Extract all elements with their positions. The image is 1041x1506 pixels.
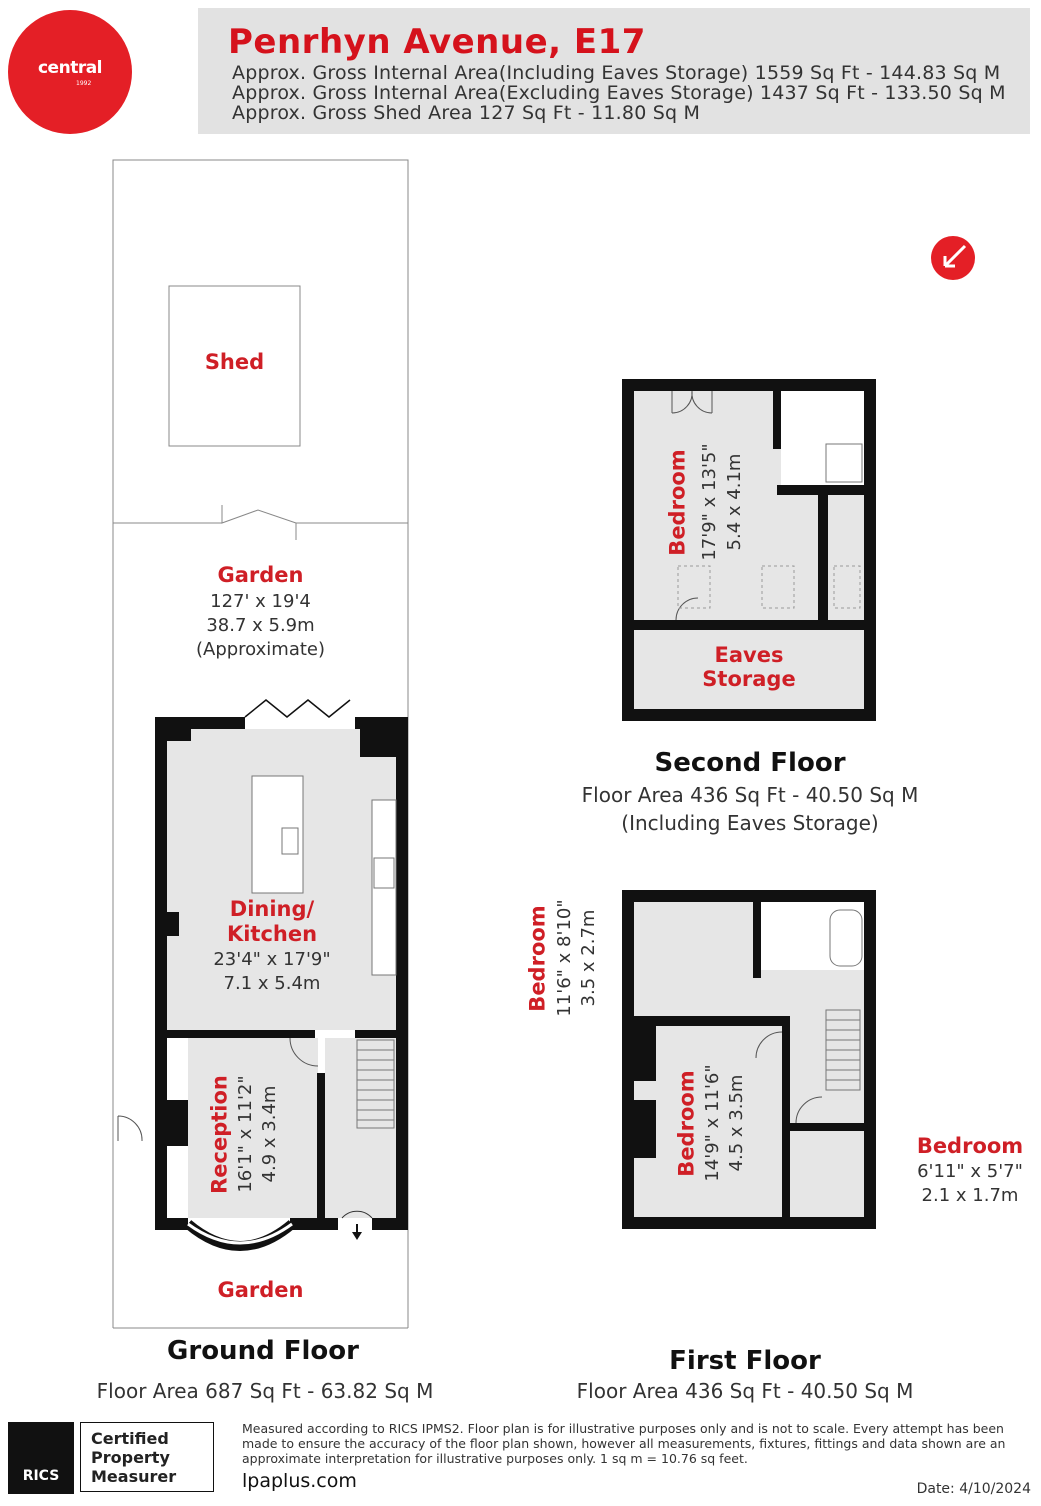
bay-window-inner xyxy=(187,1222,293,1245)
certified-text: Certified Property Measurer xyxy=(91,1429,176,1486)
second-skylight-1 xyxy=(677,565,711,609)
gf-pier xyxy=(167,912,179,936)
rics-logo: RICS xyxy=(8,1422,74,1494)
eaves-storage-fill xyxy=(634,630,864,709)
gf-chimney xyxy=(167,1100,188,1146)
area-line-shed: Approx. Gross Shed Area 127 Sq Ft - 11.8… xyxy=(232,102,701,124)
plan-date: Date: 4/10/2024 xyxy=(916,1481,1031,1497)
rear-garden-dims-note: (Approximate) xyxy=(195,639,326,660)
gf-wall-corner-left xyxy=(155,717,191,741)
ground-floor-area: Floor Area 687 Sq Ft - 63.82 Sq M xyxy=(96,1379,434,1403)
gf-wall-reception-right xyxy=(317,1073,325,1218)
kitchen-island xyxy=(251,775,304,894)
second-bedroom-dims-imperial: 17'9" x 13'5" xyxy=(699,443,720,561)
bathtub xyxy=(829,909,863,967)
first-floor-title: First Floor xyxy=(669,1346,821,1376)
rics-text: RICS xyxy=(22,1468,60,1484)
first-landing-door xyxy=(755,1031,783,1059)
eaves-label-line2: Storage xyxy=(702,667,796,691)
first-rear-bedroom-dims-metric: 3.5 x 2.7m xyxy=(578,909,599,1007)
gf-wall-left xyxy=(155,717,167,1230)
gf-wall-corner-right xyxy=(360,717,408,757)
second-bath-floor xyxy=(781,391,864,485)
first-small-door xyxy=(795,1096,823,1124)
eaves-door xyxy=(675,597,699,621)
reception-floor xyxy=(188,1038,318,1218)
first-bath-floor xyxy=(761,902,864,970)
eaves-label-line1: Eaves xyxy=(714,643,784,667)
first-front-bedroom-dims-imperial: 14'9" x 11'6" xyxy=(702,1064,723,1182)
hall-door xyxy=(289,1037,319,1067)
hob xyxy=(373,857,395,889)
reception-label: Reception xyxy=(207,1075,232,1194)
header-panel: Penrhyn Avenue, E17 Approx. Gross Intern… xyxy=(198,8,1030,134)
property-title: Penrhyn Avenue, E17 xyxy=(228,22,646,62)
garden-gate xyxy=(221,505,297,540)
dining-kitchen-label-line1: Dining/ xyxy=(229,897,315,921)
second-floor-area: Floor Area 436 Sq Ft - 40.50 Sq M xyxy=(581,783,919,807)
gf-wall-bottom-left xyxy=(155,1218,188,1230)
gf-wall-middle-right xyxy=(355,1030,408,1038)
gf-wall-right xyxy=(396,717,408,1230)
certified-line3: Measurer xyxy=(91,1467,177,1486)
first-floor-walls xyxy=(622,890,876,1229)
first-rear-bedroom-label: Bedroom xyxy=(525,905,550,1012)
certified-line1: Certified xyxy=(91,1429,169,1448)
disclaimer-text: Measured according to RICS IPMS2. Floor … xyxy=(242,1421,1006,1466)
second-skylight-3 xyxy=(833,565,861,609)
company-logo: central 1992 xyxy=(8,10,132,134)
shed-outline xyxy=(168,285,301,447)
area-line-including-eaves: Approx. Gross Internal Area(Including Ea… xyxy=(232,62,1001,84)
dining-kitchen-label-line2: Kitchen xyxy=(226,922,318,946)
second-floor-walls xyxy=(622,379,876,721)
logo-text: central xyxy=(37,58,103,78)
first-front-bedroom-dims-metric: 4.5 x 3.5m xyxy=(726,1074,747,1172)
ground-stairs xyxy=(356,1039,395,1129)
ground-floor-title: Ground Floor xyxy=(167,1336,359,1366)
first-small-bedroom-label: Bedroom xyxy=(916,1134,1024,1158)
gf-wall-middle xyxy=(155,1030,315,1038)
side-gate xyxy=(117,1115,143,1142)
gf-wall-bottom-mid xyxy=(290,1218,338,1230)
logo-year: 1992 xyxy=(76,80,92,87)
certified-measurer-badge: Certified Property Measurer xyxy=(80,1422,214,1492)
first-small-bedroom-dims-metric: 2.1 x 1.7m xyxy=(921,1185,1019,1206)
shed-label: Shed xyxy=(204,350,265,374)
wardrobe-doors xyxy=(671,390,713,414)
front-garden-label: Garden xyxy=(217,1278,304,1302)
second-bedroom-label: Bedroom xyxy=(665,449,690,556)
bifold-doors xyxy=(244,699,351,718)
second-floor-note: (Including Eaves Storage) xyxy=(621,811,879,835)
dining-kitchen-dims-metric: 7.1 x 5.4m xyxy=(223,973,321,994)
front-door xyxy=(341,1210,373,1219)
second-floor-title: Second Floor xyxy=(654,748,846,778)
second-bedroom-dims-metric: 5.4 x 4.1m xyxy=(724,453,745,551)
shower xyxy=(825,443,863,483)
rear-garden-dims-metric: 38.7 x 5.9m xyxy=(206,615,315,636)
first-front-bedroom-label: Bedroom xyxy=(674,1070,699,1177)
rear-garden-dims-imperial: 127' x 19'4 xyxy=(210,591,311,612)
website-link[interactable]: lpaplus.com xyxy=(242,1470,357,1492)
first-rear-bedroom-dims-imperial: 11'6" x 8'10" xyxy=(554,899,575,1017)
second-skylight-2 xyxy=(761,565,795,609)
first-stairs xyxy=(825,1009,861,1091)
north-arrow-icon xyxy=(931,236,975,280)
first-floor-area: Floor Area 436 Sq Ft - 40.50 Sq M xyxy=(576,1379,914,1403)
gf-wall-bottom-right xyxy=(372,1218,408,1230)
rear-garden-label: Garden xyxy=(217,563,304,587)
shed-plot-outline xyxy=(112,159,409,523)
area-line-excluding-eaves: Approx. Gross Internal Area(Excluding Ea… xyxy=(232,82,1006,104)
entrance-arrow xyxy=(352,1224,362,1240)
certified-line2: Property xyxy=(91,1448,170,1467)
reception-dims-metric: 4.9 x 3.4m xyxy=(259,1085,280,1183)
dining-kitchen-dims-imperial: 23'4" x 17'9" xyxy=(213,949,331,970)
reception-dims-imperial: 16'1" x 11'2" xyxy=(235,1075,256,1193)
island-sink xyxy=(281,827,299,855)
first-small-bedroom-dims-imperial: 6'11" x 5'7" xyxy=(917,1161,1023,1182)
